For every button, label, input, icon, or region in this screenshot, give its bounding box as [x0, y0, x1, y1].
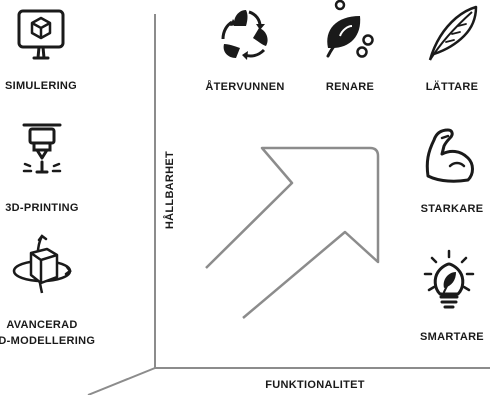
label-starkare: STARKARE: [420, 203, 484, 215]
monitor-cube-icon: [15, 8, 67, 69]
flexed-arm-icon: [420, 124, 480, 193]
label-smartare: SMARTARE: [420, 331, 484, 343]
y-axis-label: HÅLLBARHET: [164, 150, 176, 230]
label-simulering: SIMULERING: [4, 80, 78, 92]
label-3d-modellering: 3D-MODELLERING: [0, 335, 96, 347]
x-axis-label: FUNKTIONALITET: [265, 379, 365, 391]
3d-printer-nozzle-icon: [20, 120, 64, 181]
growth-arrow: [205, 146, 380, 319]
label-renare: RENARE: [325, 81, 375, 93]
label-avancerad: AVANCERAD: [6, 319, 78, 331]
label-atervunnen: ÅTERVUNNEN: [205, 81, 285, 93]
label-lattare: LÄTTARE: [425, 81, 479, 93]
lightbulb-leaf-icon: [422, 248, 476, 317]
leaf-bubbles-icon: [322, 0, 382, 67]
feather-icon: [424, 4, 480, 69]
recycle-leaves-icon: [218, 6, 274, 67]
z-axis: [87, 367, 156, 395]
3d-rotate-cube-icon: [9, 233, 75, 304]
label-3d-printing: 3D-PRINTING: [5, 202, 79, 214]
